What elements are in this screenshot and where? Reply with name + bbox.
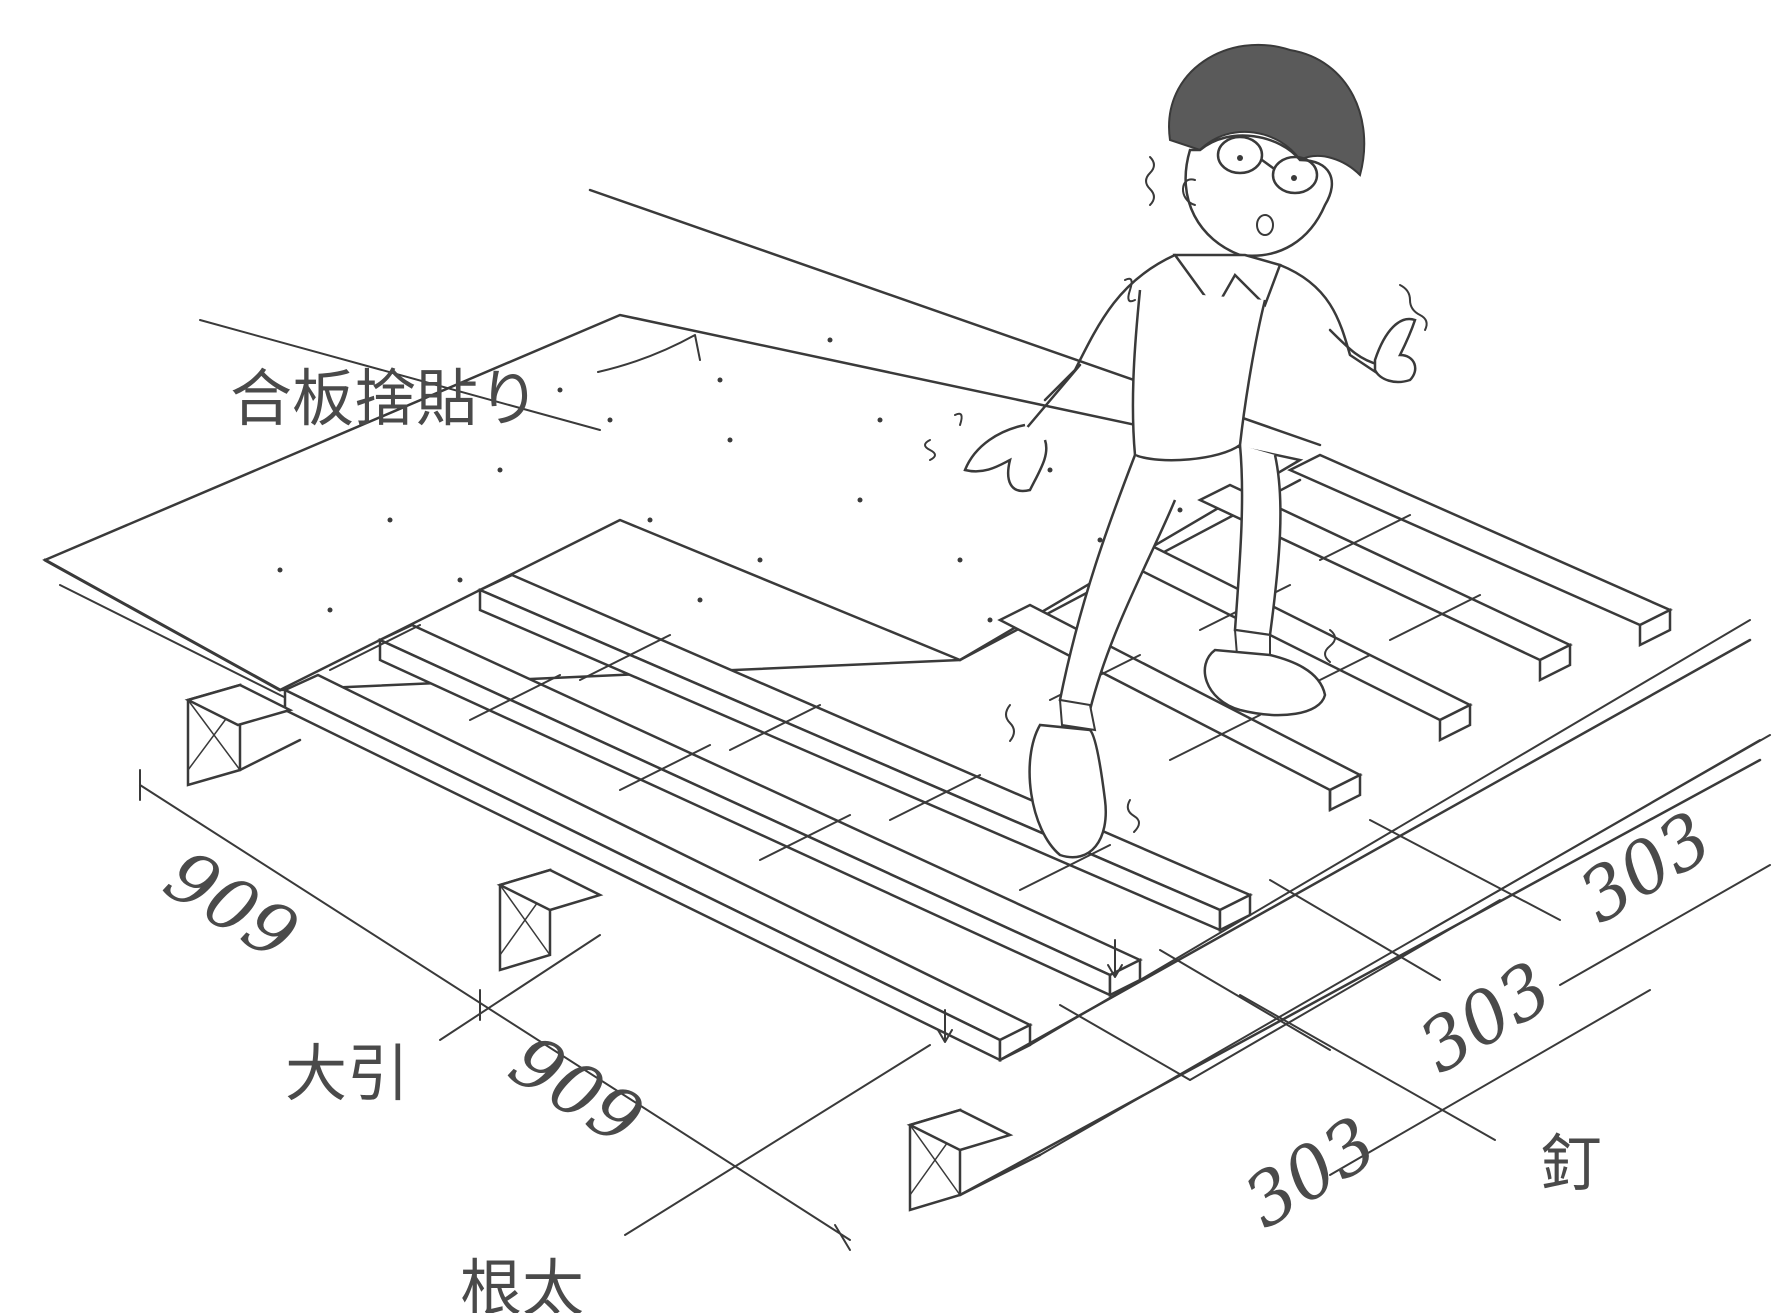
dimension-303-top: 303 [1564,795,1725,939]
dimension-909-lower: 909 [496,1018,657,1162]
sleeper-1 [184,683,302,787]
dimension-909-upper: 909 [151,833,312,977]
joist-6 [1197,483,1573,683]
sleeper-2 [496,868,604,972]
joist-1 [282,673,1033,1063]
plywood-sheet [42,188,1322,701]
startled-person-figure [924,43,1428,859]
joist-2 [377,623,1143,998]
label-joist: 根太 [460,1252,584,1313]
tremble-marks [924,156,1428,833]
label-nail: 釘 [1540,1127,1602,1200]
leader-lines [439,334,1496,1236]
joists [282,453,1673,1063]
dimension-lines [139,734,1771,1251]
dimension-303-middle: 303 [1404,945,1565,1089]
label-plywood: 合板捨貼り [230,362,540,435]
label-sleeper: 大引 [285,1037,409,1110]
sleepers [184,619,1762,1212]
dimension-303-bottom: 303 [1229,1100,1390,1244]
sleeper-3 [906,1108,1042,1212]
joist-7 [1287,453,1673,648]
